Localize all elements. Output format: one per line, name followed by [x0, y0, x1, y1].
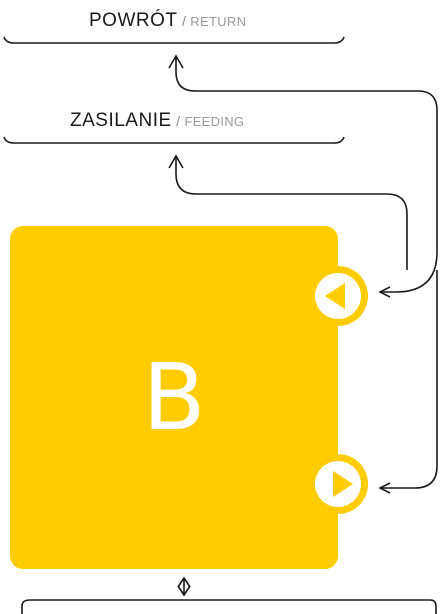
- return-label-separator: /: [181, 13, 186, 29]
- feeding-label-sub: FEEDING: [184, 114, 245, 129]
- return-port-arrowhead: [378, 286, 391, 298]
- feeding-port-arrowhead: [378, 482, 391, 494]
- left-arrow-icon: [325, 283, 345, 309]
- right-arrow-icon: [333, 471, 353, 497]
- unit-box: [10, 226, 338, 569]
- return-label-sub: RETURN: [190, 14, 247, 29]
- feeding-arrowhead: [168, 154, 184, 169]
- return-label-main: POWRÓT: [89, 10, 178, 31]
- feeding-port: [308, 454, 368, 514]
- return-label: POWRÓT / RETURN: [89, 10, 246, 32]
- feeding-pipe: [380, 270, 438, 489]
- return-arrowhead: [168, 54, 184, 69]
- unit-letter: B: [142, 344, 206, 451]
- return-port: [308, 266, 368, 326]
- return-bracket: [3, 36, 345, 44]
- bottom-bracket: [21, 599, 437, 614]
- feeding-label-separator: /: [176, 113, 180, 129]
- feeding-label-main: ZASILANIE: [70, 110, 172, 131]
- feeding-bracket: [3, 136, 345, 144]
- feeding-pipe-upper: [175, 156, 408, 270]
- feeding-label: ZASILANIE / FEEDING: [70, 110, 244, 132]
- return-pipe: [175, 56, 438, 293]
- bottom-double-arrow: [177, 576, 191, 597]
